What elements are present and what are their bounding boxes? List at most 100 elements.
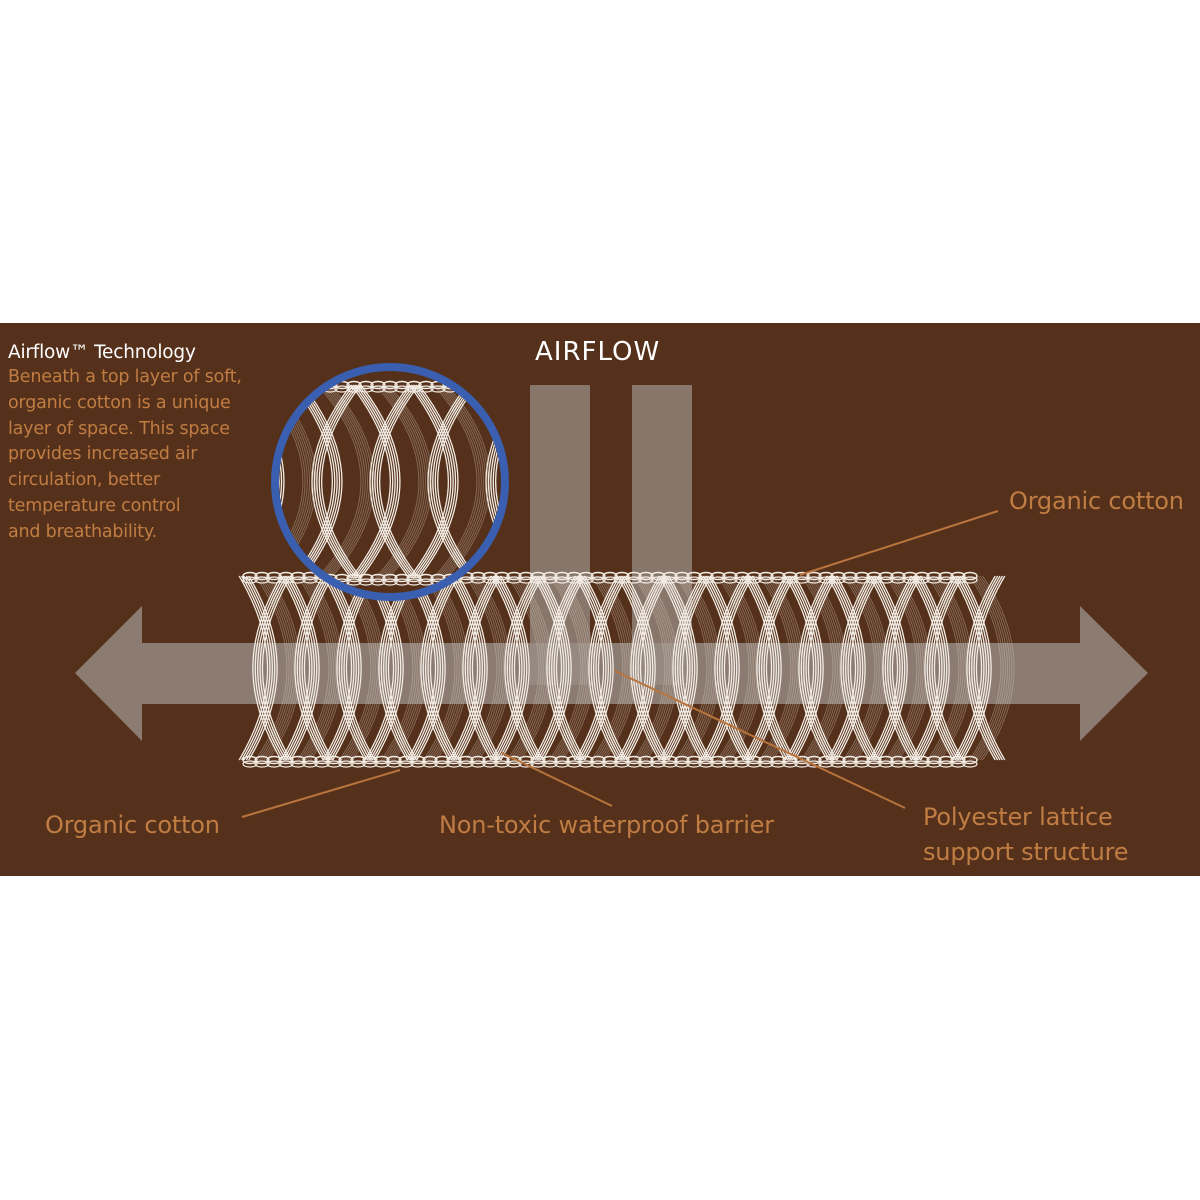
intro-text-block: Airflow™ Technology Beneath a top layer … [8,341,268,546]
border-loop [794,760,810,768]
lattice-strand [920,575,950,761]
lattice-strand [277,384,280,579]
border-loop [686,571,702,581]
lattice-strand [455,575,486,761]
border-loop [638,571,654,581]
lattice-strand [674,575,705,761]
border-loop [902,760,918,768]
intro-line: Beneath a top layer of soft, [8,367,242,387]
lattice-strand [882,575,912,761]
border-loop [710,755,726,765]
lattice-strand [588,575,618,761]
lattice-strand [353,384,394,579]
lattice-strand [338,575,369,761]
leader-lines [241,510,999,818]
border-loop [746,755,762,765]
border-loop [502,380,503,390]
border-loop [650,576,666,584]
lattice-strand [966,575,996,761]
lattice-strand [532,575,563,761]
airflow-arrows [75,385,1148,741]
border-loop [470,760,486,768]
border-loop [314,755,330,765]
border-loop [278,755,294,765]
border-loop [298,385,314,393]
lattice-strand [677,575,707,761]
lattice-strand [513,575,544,761]
border-loop [758,576,774,584]
border-loop [362,755,378,765]
border-loop [382,573,398,583]
border-loop [418,385,434,393]
border-loop [338,755,354,765]
border-loop [674,576,690,584]
lattice-strand [238,575,269,761]
lattice-strand [299,575,329,761]
lattice-strand [630,575,660,761]
border-loop [290,576,306,584]
border-loop [938,755,954,765]
intro-line: and breathability. [8,521,157,542]
lattice-strand [458,575,488,761]
lattice-back-strand [345,575,378,761]
border-loop [698,571,714,581]
lattice-strand [462,575,492,761]
border-loop [578,576,594,584]
border-loop [830,576,846,584]
border-loop [334,573,350,583]
border-loop [674,755,690,765]
lattice-back-strand [807,575,840,761]
border-loop [418,578,434,586]
border-loop [962,755,978,765]
border-loop [302,576,318,584]
border-loop [842,576,858,584]
border-loop [746,571,762,581]
lattice-strand [931,575,961,761]
border-loop [478,385,494,393]
lattice-strand [621,575,651,761]
lattice-strand [369,384,410,579]
label-organic-cotton-bottom: Organic cotton [45,811,220,839]
border-loop [494,571,510,581]
lattice-back-strand [593,575,626,761]
border-loop [854,576,870,584]
lattice-strand [761,575,791,761]
border-loop [434,760,450,768]
border-loop [350,755,366,765]
border-loop [578,755,594,765]
border-loop [277,385,290,393]
lattice-strand [492,384,503,579]
lattice-strand [635,575,665,761]
lattice-strand [745,575,775,761]
lattice-strand [829,575,859,761]
lattice-strand [371,384,413,579]
lattice-strand [875,575,906,761]
lattice-strand [807,575,838,761]
lattice-strand [555,575,586,761]
border-loop [422,760,438,768]
border-loop [938,576,954,584]
lattice-strand [975,575,1006,761]
intro-line: organic cotton is a unique [8,392,231,413]
border-loop [302,760,318,768]
lattice-strand [418,384,459,579]
lattice-strand [283,575,313,761]
border-loop [662,571,678,581]
lattice-strand [847,575,877,761]
border-loop [458,760,474,768]
border-loop [506,755,522,765]
lattice-strand [277,384,285,579]
lattice-strand [710,575,740,761]
border-loop [277,380,290,390]
border-loop [278,571,294,581]
border-loop [346,573,362,583]
border-loop [266,755,282,765]
border-loop [515,386,529,392]
lattice-strand [406,575,437,761]
lattice-strand [716,575,747,761]
leader-line-organic-cotton-top [799,510,999,576]
lattice-back-strand [347,575,381,761]
border-loop [466,385,482,393]
lattice-back-strand [931,575,964,761]
lattice-strand [451,575,481,761]
